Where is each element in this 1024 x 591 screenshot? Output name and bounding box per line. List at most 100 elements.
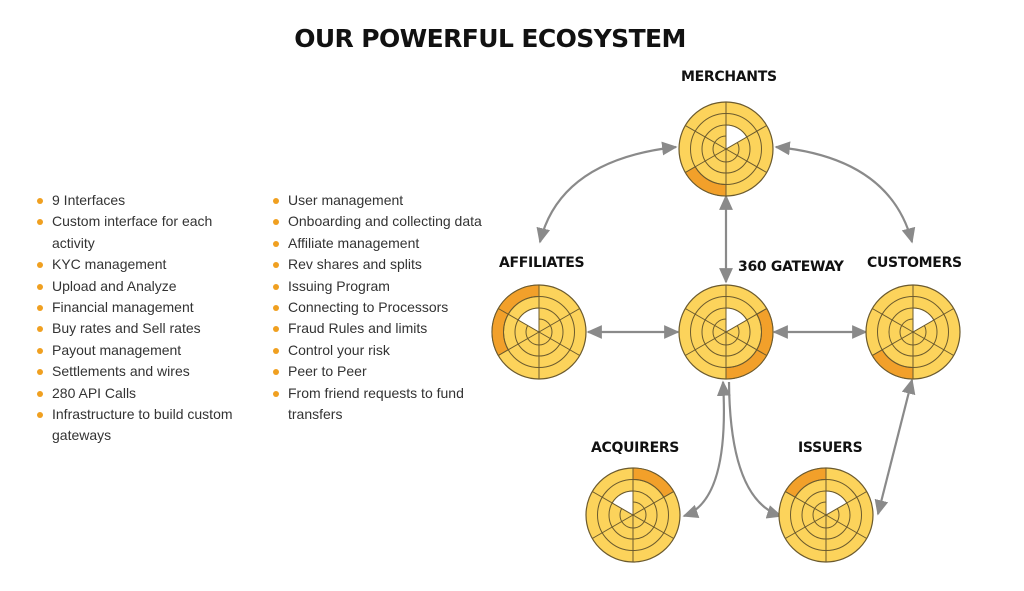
list-item-text: Payout management (52, 341, 182, 358)
wheel-spoke (685, 308, 727, 333)
arrow-merchants-customers (774, 141, 916, 244)
wheel-spoke (538, 331, 580, 356)
wheel-notch (825, 490, 848, 516)
acquirers-wheel (585, 467, 681, 563)
affiliates-wheel (491, 284, 587, 380)
issuers-wheel (778, 467, 874, 563)
list-item: From friend requests to fund transfers (272, 383, 492, 426)
wheel-spoke (685, 331, 727, 356)
list-item-text: User management (288, 192, 404, 208)
list-item-text: 280 API Calls (52, 384, 137, 401)
bullet-icon (37, 369, 43, 376)
bullet-icon (37, 390, 43, 397)
wheel-spoke (632, 514, 674, 539)
wheel-spoke (538, 308, 580, 333)
merchants-label: MERCHANTS (681, 69, 777, 85)
list-item: Control your risk (272, 340, 492, 361)
bullet-icon (273, 262, 279, 269)
arrow-merchants-affiliates (536, 141, 678, 244)
list-item-text: Infrastructure to build custom gateways (52, 406, 233, 444)
list-item: Upload and Analyze (36, 276, 251, 297)
list-item-text: Peer to Peer (288, 363, 367, 380)
feature-list-left: 9 Interfaces Custom interface for each a… (36, 190, 251, 447)
list-item-text: Affiliate management (288, 234, 420, 251)
list-item-text: Connecting to Processors (288, 299, 449, 316)
wheel-spoke (725, 331, 767, 356)
list-item: Custom interface for each activity (36, 211, 251, 254)
issuers-label: ISSUERS (798, 440, 863, 456)
wheel-spoke (498, 331, 540, 356)
list-item-text: Fraud Rules and limits (288, 320, 428, 337)
bullet-icon (37, 262, 43, 269)
list-item: Fraud Rules and limits (272, 318, 492, 339)
list-item: Issuing Program (272, 276, 492, 297)
list-item-text: Buy rates and Sell rates (52, 320, 201, 337)
acquirers-label: ACQUIRERS (591, 440, 680, 456)
wheel-spoke (785, 514, 827, 539)
bullet-icon (37, 326, 43, 333)
connectors (536, 141, 916, 519)
arrow-gateway-acquirers (682, 380, 731, 518)
bullet-icon (273, 369, 279, 376)
list-item: Onboarding and collecting data (272, 211, 492, 232)
wheel-spoke (685, 148, 727, 173)
bullet-icon (273, 326, 279, 333)
bullet-icon (37, 347, 43, 354)
bullet-icon (37, 412, 43, 419)
list-item: Connecting to Processors (272, 297, 492, 318)
bullet-icon (273, 240, 279, 247)
wheel-spoke (725, 148, 767, 173)
customers-label: CUSTOMERS (867, 255, 962, 271)
wheel-notch (725, 124, 748, 150)
list-item: KYC management (36, 254, 251, 275)
list-item: Settlements and wires (36, 361, 251, 382)
wheel-notch (611, 490, 634, 516)
list-item: Infrastructure to build custom gateways (36, 404, 251, 447)
arrow-customers-issuers (874, 378, 916, 516)
wheel-spoke (872, 308, 914, 333)
merchants-wheel (678, 101, 774, 197)
bullet-icon (37, 283, 43, 290)
wheel-notch (517, 307, 540, 333)
list-item: 280 API Calls (36, 383, 251, 404)
list-item-text: Upload and Analyze (52, 277, 177, 294)
feature-list-right: User management Onboarding and collectin… (272, 190, 492, 425)
page-title: OUR POWERFUL ECOSYSTEM (294, 24, 686, 53)
bullet-icon (273, 198, 279, 204)
list-item: Payout management (36, 340, 251, 361)
list-item-text: Custom interface for each activity (52, 213, 213, 251)
list-item-text: Rev shares and splits (288, 256, 422, 273)
wheel-notch (725, 307, 748, 333)
gateway-label: 360 GATEWAY (738, 259, 844, 275)
list-item: Affiliate management (272, 233, 492, 254)
customers-wheel (865, 284, 961, 380)
list-item: User management (272, 190, 492, 211)
list-item-text: Control your risk (288, 341, 390, 358)
wheel-spoke (685, 125, 727, 150)
wheel-spoke (785, 491, 827, 516)
bullet-icon (273, 305, 279, 312)
bullet-icon (273, 219, 279, 226)
wheel-spoke (632, 491, 674, 516)
list-item-text: KYC management (52, 256, 167, 273)
bullet-icon (37, 219, 43, 226)
gateway-wheel (678, 284, 774, 380)
list-item-text: From friend requests to fund transfers (288, 384, 464, 423)
list-item: Financial management (36, 297, 251, 318)
list-item-text: Issuing Program (288, 277, 390, 294)
list-item: Buy rates and Sell rates (36, 318, 251, 339)
bullet-icon (273, 347, 279, 354)
wheel-notch (912, 307, 935, 333)
wheel-spoke (912, 331, 954, 356)
bullet-icon (273, 390, 279, 397)
arrow-gateway-issuers (727, 381, 783, 519)
list-item-text: Onboarding and collecting data (288, 213, 482, 230)
affiliates-label: AFFILIATES (499, 255, 585, 271)
list-item-text: Settlements and wires (52, 363, 190, 380)
list-item-text: Financial management (52, 299, 194, 316)
list-item: 9 Interfaces (36, 190, 251, 211)
bullet-icon (37, 305, 43, 312)
wheel-spoke (872, 331, 914, 356)
list-item: Rev shares and splits (272, 254, 492, 275)
